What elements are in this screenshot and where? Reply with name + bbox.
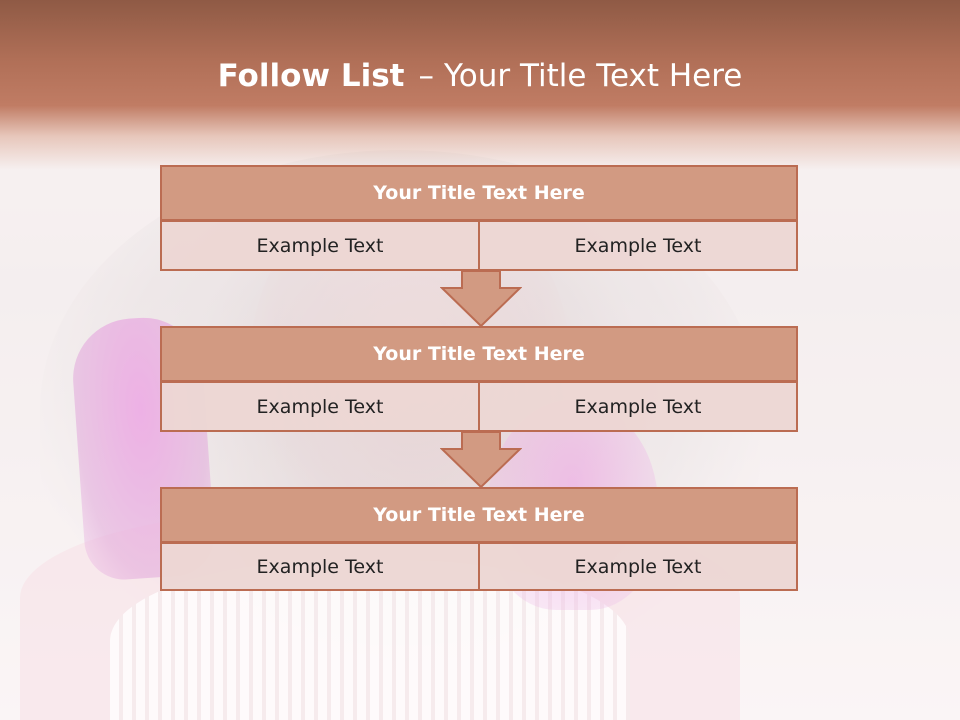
block-1-cell-right[interactable]: Example Text bbox=[480, 221, 798, 271]
block-2-cell-right[interactable]: Example Text bbox=[480, 382, 798, 432]
list-block-3[interactable]: Your Title Text Here Example Text Exampl… bbox=[160, 487, 800, 593]
block-2-cell-left[interactable]: Example Text bbox=[160, 382, 480, 432]
block-1-cell-left[interactable]: Example Text bbox=[160, 221, 480, 271]
title-bar bbox=[0, 0, 960, 170]
list-block-2[interactable]: Your Title Text Here Example Text Exampl… bbox=[160, 326, 800, 432]
down-arrow-icon bbox=[440, 270, 522, 328]
slide-title[interactable]: Follow List–Your Title Text Here bbox=[0, 52, 960, 100]
slide-title-dash: – bbox=[418, 58, 434, 94]
slide-title-bold: Follow List bbox=[217, 58, 405, 94]
slide-title-rest: Your Title Text Here bbox=[443, 58, 743, 94]
down-arrow-icon bbox=[440, 431, 522, 489]
list-block-1[interactable]: Your Title Text Here Example Text Exampl… bbox=[160, 165, 800, 271]
block-title-2[interactable]: Your Title Text Here bbox=[160, 326, 798, 382]
block-row-3: Example Text Example Text bbox=[160, 543, 798, 591]
block-3-cell-left[interactable]: Example Text bbox=[160, 543, 480, 591]
block-title-1[interactable]: Your Title Text Here bbox=[160, 165, 798, 221]
block-row-1: Example Text Example Text bbox=[160, 221, 798, 271]
block-row-2: Example Text Example Text bbox=[160, 382, 798, 432]
block-3-cell-right[interactable]: Example Text bbox=[480, 543, 798, 591]
block-title-3[interactable]: Your Title Text Here bbox=[160, 487, 798, 543]
